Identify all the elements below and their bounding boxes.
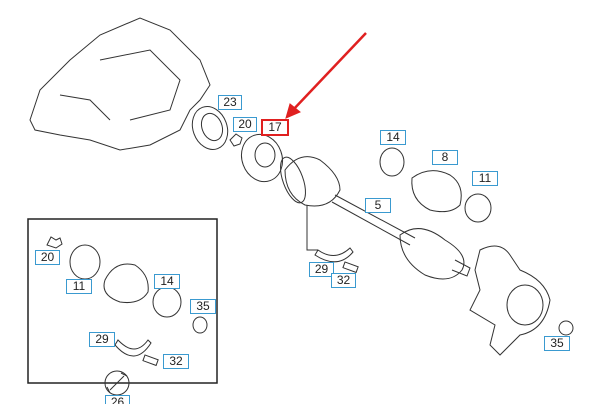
label-part-5: 5 bbox=[365, 198, 391, 213]
inset-boot bbox=[103, 263, 149, 303]
inner-boot bbox=[284, 156, 341, 207]
inset-bracket-29 bbox=[114, 339, 152, 357]
label-part-17-highlighted: 17 bbox=[261, 119, 289, 136]
boot-part-8 bbox=[411, 170, 462, 213]
inset-box bbox=[27, 218, 218, 384]
inset-circlip-20 bbox=[46, 236, 63, 249]
inset-label-part-26: 26 bbox=[105, 395, 130, 404]
inset-label-part-29: 29 bbox=[89, 332, 115, 347]
clamp-part-14 bbox=[379, 147, 405, 177]
nut-part-35 bbox=[558, 320, 574, 336]
label-part-23: 23 bbox=[218, 95, 242, 110]
inset-nut-35 bbox=[192, 316, 208, 334]
label-part-35: 35 bbox=[544, 336, 570, 351]
differential-housing bbox=[29, 17, 211, 151]
cv-joint-part-17 bbox=[240, 133, 284, 183]
label-part-14: 14 bbox=[380, 130, 406, 145]
inset-label-part-11: 11 bbox=[66, 279, 92, 294]
flange-part-23 bbox=[191, 106, 229, 150]
label-part-20: 20 bbox=[233, 117, 257, 132]
circlip-part-20 bbox=[229, 133, 243, 147]
bracket-part-29 bbox=[314, 247, 354, 263]
steering-knuckle bbox=[469, 245, 551, 356]
inset-label-part-32: 32 bbox=[163, 354, 189, 369]
inset-label-part-14: 14 bbox=[154, 274, 180, 289]
label-part-11: 11 bbox=[472, 171, 498, 186]
clamp-part-11 bbox=[464, 193, 492, 223]
inset-label-part-20: 20 bbox=[35, 250, 60, 265]
label-part-8: 8 bbox=[432, 150, 458, 165]
drive-shaft-part-5 bbox=[331, 194, 416, 246]
inset-label-part-35: 35 bbox=[190, 299, 216, 314]
label-part-29: 29 bbox=[309, 262, 334, 277]
highlight-arrow bbox=[291, 32, 367, 112]
bolt-part-32 bbox=[342, 261, 359, 274]
inset-clamp-14 bbox=[152, 286, 182, 318]
outer-boot bbox=[399, 228, 465, 280]
inset-clamp-11 bbox=[69, 244, 101, 280]
inset-bolt-32 bbox=[142, 354, 159, 367]
label-part-32: 32 bbox=[331, 273, 356, 288]
